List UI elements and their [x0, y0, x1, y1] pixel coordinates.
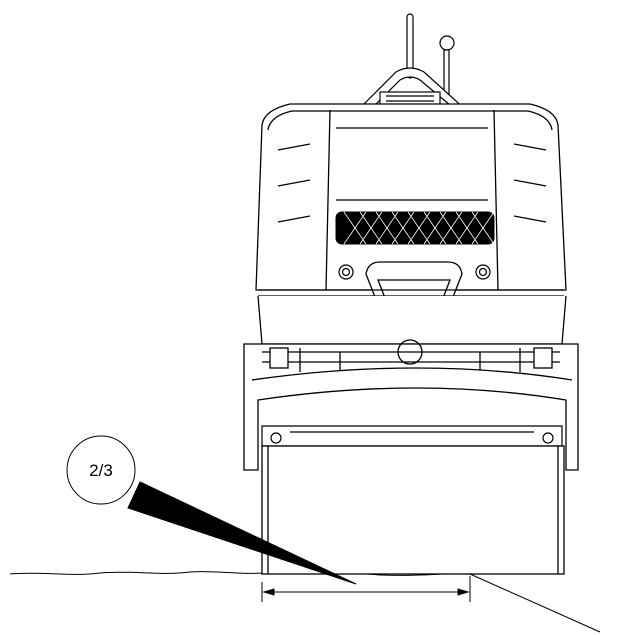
hood-underside [261, 425, 563, 447]
callout-label: 2/3 [89, 461, 113, 480]
callout-circle [66, 435, 136, 505]
collection-tray [261, 445, 565, 575]
front-screws [338, 264, 491, 280]
front-grille [335, 211, 495, 245]
body-waistline [257, 289, 567, 345]
pointer-line [469, 573, 601, 633]
antenna-rods [406, 13, 455, 101]
ground-line [9, 571, 263, 575]
callout-wedge [127, 481, 357, 585]
lower-housing [243, 339, 579, 471]
dimension-line [261, 576, 471, 602]
